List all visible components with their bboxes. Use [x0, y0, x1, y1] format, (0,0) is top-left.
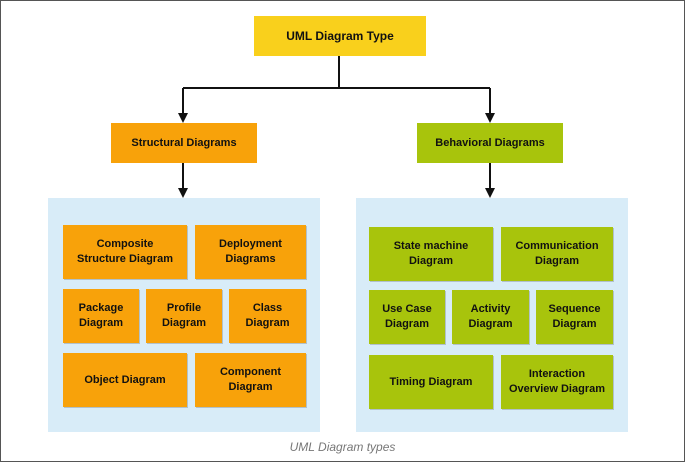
sequence-diagram-node: Sequence Diagram	[536, 290, 613, 344]
timing-diagram-node: Timing Diagram	[369, 355, 493, 409]
class-diagram-node: Class Diagram	[229, 289, 306, 343]
root-node: UML Diagram Type	[254, 16, 426, 56]
use-case-diagram-node: Use Case Diagram	[369, 290, 445, 344]
behavioral-diagrams-node: Behavioral Diagrams	[417, 123, 563, 163]
activity-diagram-node: Activity Diagram	[452, 290, 529, 344]
structural-diagrams-node: Structural Diagrams	[111, 123, 257, 163]
object-diagram-node: Object Diagram	[63, 353, 187, 407]
package-diagram-node: Package Diagram	[63, 289, 139, 343]
deployment-diagrams-node: Deployment Diagrams	[195, 225, 306, 279]
interaction-overview-diagram-node: Interaction Overview Diagram	[501, 355, 613, 409]
component-diagram-node: Component Diagram	[195, 353, 306, 407]
figure-caption: UML Diagram types	[289, 440, 396, 454]
profile-diagram-node: Profile Diagram	[146, 289, 222, 343]
communication-diagram-node: Communication Diagram	[501, 227, 613, 281]
composite-structure-diagram-node: Composite Structure Diagram	[63, 225, 187, 279]
state-machine-diagram-node: State machine Diagram	[369, 227, 493, 281]
